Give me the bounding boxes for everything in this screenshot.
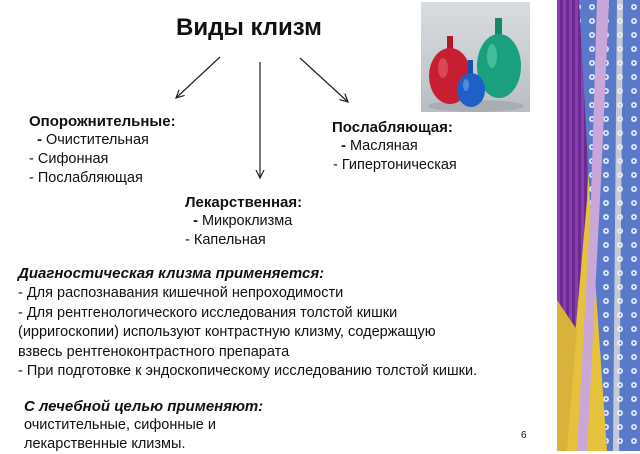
treatment-text: очистительные, сифонные и лекарственные … bbox=[24, 416, 216, 454]
list-item: - Послабляющая bbox=[29, 170, 143, 186]
diagnostic-heading: Диагностическая клизма применяется: bbox=[18, 265, 325, 282]
diagnostic-line: - Для рентгенологического исследования т… bbox=[18, 304, 398, 321]
diagnostic-line: - При подготовке к эндоскопическому иссл… bbox=[18, 363, 478, 379]
category-laxative-label: Послабляющая: bbox=[332, 119, 453, 136]
list-item: - Гипертоническая bbox=[333, 157, 457, 173]
category-medicinal-label: Лекарственная: bbox=[185, 194, 303, 211]
diagnostic-line: (ирригоскопии) используют контрастную кл… bbox=[18, 324, 436, 340]
category-emptying-label: Опорожнительные: bbox=[29, 113, 176, 130]
decorative-pattern-art bbox=[557, 0, 640, 451]
treatment-heading: С лечебной целью применяют: bbox=[24, 398, 264, 415]
enema-bulbs-photo bbox=[421, 2, 530, 112]
category-emptying-list: - Очистительная - Сифонная - Послабляюща… bbox=[29, 131, 149, 188]
decorative-pattern bbox=[557, 0, 640, 451]
list-item: - Микроклизма bbox=[193, 213, 293, 229]
list-item: - Очистительная bbox=[37, 132, 149, 148]
category-medicinal-list: - Микроклизма - Капельная bbox=[185, 212, 292, 250]
list-item: - Масляная bbox=[341, 138, 418, 154]
page-number: 6 bbox=[521, 430, 527, 441]
diagnostic-line: - Для распознавания кишечной непроходимо… bbox=[18, 285, 344, 301]
arrow-to-laxative bbox=[299, 57, 348, 102]
list-item: - Сифонная bbox=[29, 151, 109, 167]
category-laxative-list: - Масляная - Гипертоническая bbox=[333, 137, 457, 175]
diagnostic-text: - Для распознавания кишечной непроходимо… bbox=[18, 284, 538, 382]
arrow-to-emptying bbox=[176, 56, 221, 98]
enema-bulbs-image bbox=[428, 18, 524, 112]
treatment-line: очистительные, сифонные и bbox=[24, 417, 216, 433]
diagnostic-line: взвесь рентгеноконтрастного препарата bbox=[18, 343, 290, 360]
slide-title: Виды клизм bbox=[176, 14, 322, 41]
list-item: - Капельная bbox=[185, 232, 266, 248]
treatment-line: лекарственные клизмы. bbox=[24, 436, 186, 452]
